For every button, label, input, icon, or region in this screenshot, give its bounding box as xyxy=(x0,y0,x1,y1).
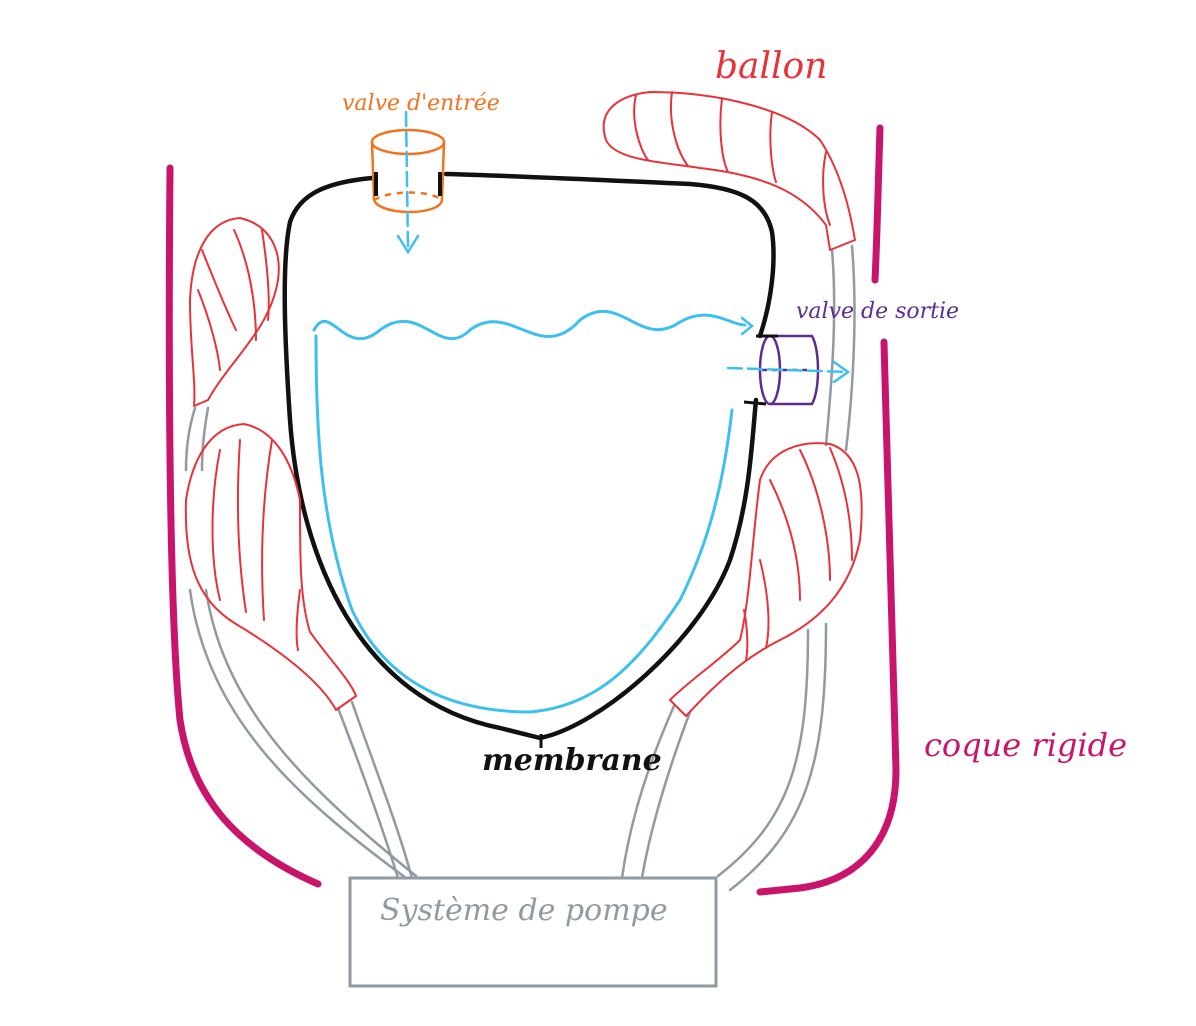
inlet-valve-cylinder xyxy=(370,128,446,214)
outlet-flow-arrow xyxy=(726,316,851,384)
tube-left-inner-b xyxy=(350,700,414,880)
tube-right-outer-a xyxy=(716,628,810,878)
tube-left-outer-b xyxy=(204,588,418,878)
balloon-lower-right xyxy=(669,442,863,717)
outlet-valve xyxy=(726,316,851,406)
label-pump-system: Système de pompe xyxy=(380,893,668,928)
tube-right-outer-b xyxy=(728,622,828,892)
balloon-lower-left xyxy=(184,423,357,711)
label-balloon: ballon xyxy=(715,46,827,87)
membrane-outline xyxy=(282,171,776,741)
tube-right-inner-b xyxy=(640,710,692,880)
fluid-surface xyxy=(312,309,747,341)
tube-top-right-a xyxy=(824,248,836,447)
fluid-body xyxy=(314,334,734,714)
tube-upper-left-a xyxy=(184,406,197,472)
rigid-shell xyxy=(165,124,900,896)
balloon-upper-left xyxy=(189,217,280,407)
rigid-shell-right-lower xyxy=(756,338,900,896)
rigid-shell-left xyxy=(165,164,322,888)
tube-upper-left-b xyxy=(200,406,210,472)
pump-system-box xyxy=(348,876,718,988)
label-inlet-valve: valve d'entrée xyxy=(342,91,500,116)
label-outlet-valve: valve de sortie xyxy=(796,299,959,324)
outlet-valve-bracket-bottom xyxy=(743,400,767,406)
label-rigid-shell: coque rigide xyxy=(924,726,1127,764)
tube-right-inner-a xyxy=(620,704,676,880)
label-membrane: membrane xyxy=(482,743,662,778)
fluid xyxy=(312,309,747,714)
inlet-flow-arrow xyxy=(396,110,420,255)
inlet-valve xyxy=(370,110,446,255)
tube-top-right-b xyxy=(844,244,856,452)
tube-left-inner-a xyxy=(336,706,400,880)
tubes xyxy=(184,244,856,892)
balloon-top-right xyxy=(602,91,856,251)
balloons xyxy=(184,91,863,717)
tube-left-outer-a xyxy=(188,588,408,880)
rigid-shell-right-upper xyxy=(871,124,884,284)
